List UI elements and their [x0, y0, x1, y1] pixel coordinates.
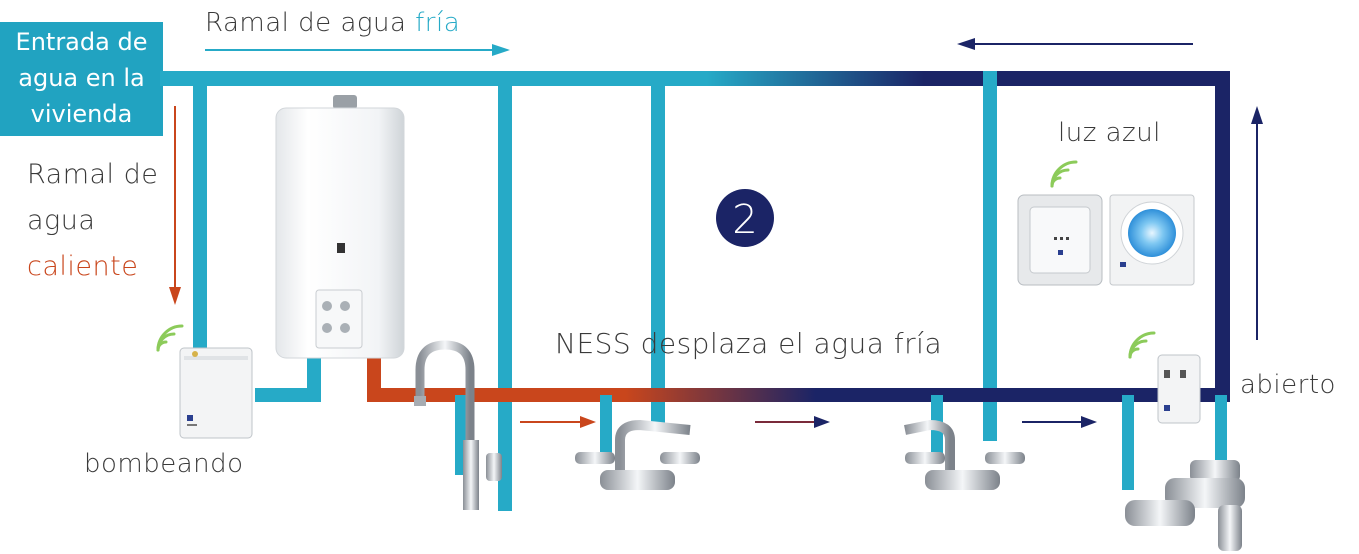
drop-shower-a: [1122, 395, 1134, 490]
step-number-badge: [716, 189, 774, 247]
top-main-pipe: [160, 71, 1230, 86]
cold-branch-label: Ramal de agua fría: [205, 8, 460, 38]
entrance-line-1: Entrada de: [15, 28, 148, 56]
wall-switch-module: [1017, 194, 1103, 286]
flow-arrowhead-3: [1081, 416, 1097, 428]
water-entrance-box: Entrada de agua en la vivienda: [0, 22, 163, 136]
blue-light-label: luz azul: [1058, 118, 1161, 148]
hot-branch-arrowhead: [169, 287, 181, 305]
hot-branch-line-3: caliente: [27, 251, 139, 282]
drop-basin1-a: [600, 395, 612, 455]
ness-valve-unit: [1157, 354, 1201, 424]
cold-branch-text: Ramal de agua: [205, 8, 416, 38]
riser-mid: [498, 71, 512, 511]
heater-cold-in: [307, 355, 321, 402]
return-arrowhead-top: [957, 38, 975, 50]
entrance-line-3: vivienda: [30, 100, 133, 128]
bottom-hot-pipe: [367, 388, 1230, 402]
ness-pump-unit: [179, 347, 253, 439]
right-return-pipe: [1215, 71, 1230, 402]
cold-branch-highlight: fría: [415, 8, 461, 38]
entrance-line-2: agua en la: [18, 64, 145, 92]
shower-mixer: [1125, 460, 1245, 551]
wifi-icon-switch: [1050, 160, 1078, 188]
hot-branch-label: Ramal de agua caliente: [27, 152, 158, 290]
return-arrowhead-right: [1251, 106, 1263, 124]
wifi-icon-valve: [1128, 331, 1156, 359]
valve-status-label: abierto: [1240, 370, 1336, 400]
hot-branch-line-1: Ramal de: [27, 159, 159, 190]
flow-arrowhead-2: [814, 416, 830, 428]
riser-right: [983, 71, 997, 441]
basin-faucet-2: [904, 419, 1025, 490]
basin-faucet-1: [575, 419, 700, 490]
flow-arrowhead-1: [580, 416, 596, 428]
kitchen-faucet: [414, 340, 502, 510]
cold-branch-arrowhead: [492, 44, 510, 56]
ness-action-label: NESS desplaza el agua fría: [555, 327, 943, 360]
blue-light-switch: [1109, 194, 1195, 286]
pump-heater-pipe: [255, 388, 321, 402]
pump-status-label: bombeando: [84, 449, 244, 479]
step-number: 2: [732, 197, 757, 243]
wifi-icon-pump: [156, 324, 184, 352]
water-heater: [275, 95, 405, 359]
drop-shower-b: [1215, 395, 1227, 470]
hot-branch-line-2: agua: [27, 205, 96, 236]
riser-pump: [193, 71, 207, 356]
riser-center: [651, 71, 665, 423]
